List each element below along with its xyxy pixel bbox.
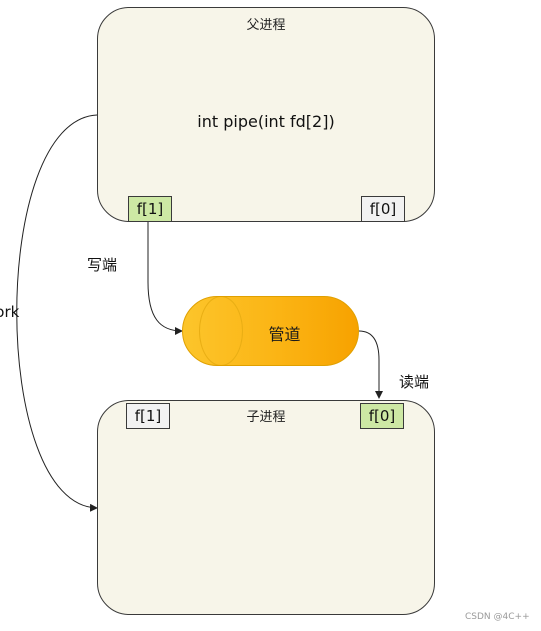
child-fd-read: f[0] [360, 403, 404, 429]
child-fd-write: f[1] [126, 403, 170, 429]
pipe-cylinder-cap [199, 297, 243, 365]
pipe-call-code: int pipe(int fd[2]) [197, 112, 335, 131]
pipe-cylinder: 管道 [182, 296, 359, 366]
parent-process-box: 父进程 int pipe(int fd[2]) f[1] f[0] [97, 7, 435, 222]
fork-arrow [16, 114, 98, 512]
child-process-box: 子进程 f[1] f[0] [97, 400, 435, 615]
pipe-label: 管道 [268, 325, 301, 344]
parent-fd-read: f[0] [361, 196, 405, 222]
write-end-label: 写端 [87, 256, 118, 274]
watermark: CSDN @4C++ [465, 612, 530, 622]
parent-fd-write: f[1] [128, 196, 172, 222]
fork-label: fork [0, 303, 20, 321]
read-end-arrow [358, 330, 383, 399]
write-end-arrow [147, 222, 183, 335]
parent-process-title: 父进程 [246, 18, 286, 33]
read-end-label: 读端 [399, 373, 430, 391]
child-process-title: 子进程 [246, 410, 286, 425]
